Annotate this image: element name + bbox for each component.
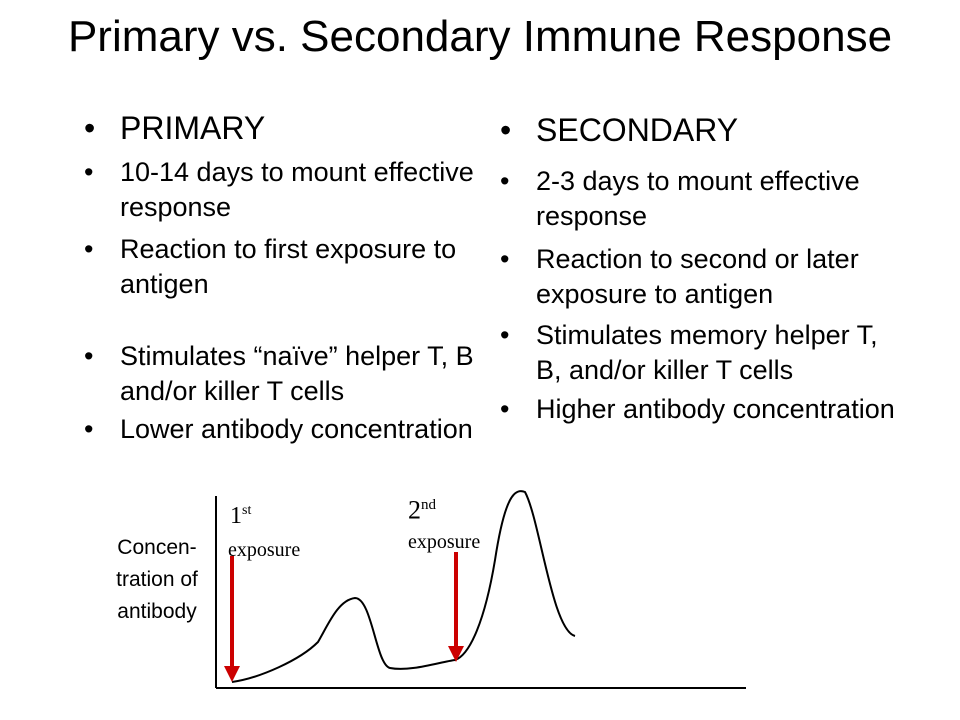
first-exposure-label: exposure bbox=[228, 539, 301, 561]
first-exposure-suffix: st bbox=[242, 503, 252, 518]
secondary-heading: SECONDARY bbox=[500, 112, 900, 148]
primary-heading: PRIMARY bbox=[84, 110, 484, 146]
second-exposure-arrow-head bbox=[448, 646, 464, 662]
second-exposure-suffix: nd bbox=[421, 497, 436, 513]
secondary-list: SECONDARY 2-3 days to mount effective re… bbox=[500, 112, 900, 427]
primary-list: PRIMARY 10-14 days to mount effective re… bbox=[84, 110, 484, 447]
secondary-point-3: Stimulates memory helper T, B, and/or ki… bbox=[500, 318, 900, 388]
secondary-point-2: Reaction to second or later exposure to … bbox=[500, 242, 900, 312]
primary-point-3: Stimulates “naïve” helper T, B and/or ki… bbox=[84, 339, 484, 409]
first-exposure-arrow-head bbox=[224, 666, 240, 682]
primary-point-2: Reaction to first exposure to antigen bbox=[84, 232, 484, 302]
secondary-point-1: 2-3 days to mount effective response bbox=[500, 164, 900, 234]
y-axis-label: Concen- tration of antibody bbox=[104, 532, 210, 628]
secondary-point-4: Higher antibody concentration bbox=[500, 392, 900, 427]
second-exposure-number: 2nd bbox=[408, 490, 436, 526]
primary-point-4: Lower antibody concentration bbox=[84, 412, 484, 447]
antibody-curve bbox=[231, 490, 576, 683]
slide-title: Primary vs. Secondary Immune Response bbox=[67, 12, 893, 61]
second-exposure-num: 2 bbox=[408, 495, 421, 525]
second-exposure-label: exposure bbox=[408, 531, 481, 553]
first-exposure-num: 1 bbox=[230, 503, 242, 529]
first-exposure-number: 1st bbox=[230, 497, 251, 530]
primary-point-1: 10-14 days to mount effective response bbox=[84, 155, 484, 225]
y-axis-label-line-2: tration of bbox=[116, 568, 198, 591]
y-axis-label-line-3: antibody bbox=[117, 600, 197, 623]
y-axis-label-line-1: Concen- bbox=[117, 536, 197, 559]
